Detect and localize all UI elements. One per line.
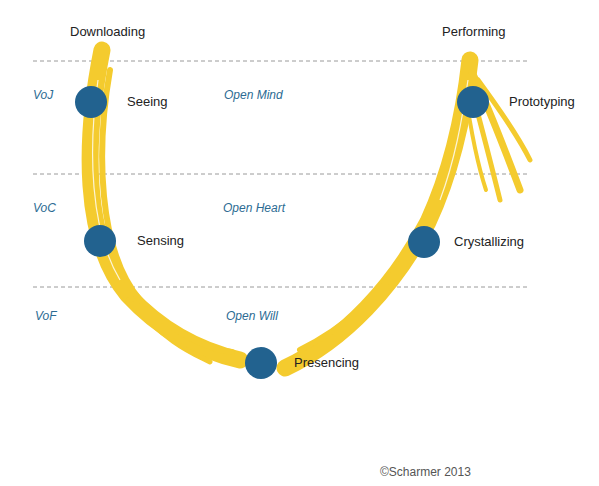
stage-node: Seeing	[75, 86, 169, 118]
stage-circle	[408, 226, 440, 258]
level-title: Downloading	[70, 24, 145, 40]
stage-label: Prototyping	[509, 94, 575, 110]
stage-circle	[84, 225, 116, 257]
openness-label: Open Heart	[223, 200, 285, 216]
stage-node: Crystallizing	[408, 226, 526, 258]
stage-circle	[245, 347, 277, 379]
copyright-note: ©Scharmer 2013	[380, 464, 471, 480]
stage-node: Sensing	[84, 225, 186, 257]
stage-circle	[457, 86, 489, 118]
u-curve	[90, 50, 530, 368]
stage-label: Presencing	[294, 355, 359, 371]
openness-label: Open Will	[226, 308, 278, 324]
stage-circle	[75, 86, 107, 118]
stage-node: Prototyping	[457, 86, 577, 118]
stage-label: Sensing	[137, 233, 184, 249]
u-curve-texture	[93, 80, 468, 280]
stage-node: Presencing	[245, 347, 361, 379]
level-title: Performing	[442, 24, 506, 40]
openness-label: Open Mind	[224, 87, 283, 103]
voice-label: VoJ	[33, 87, 53, 103]
stage-label: Crystallizing	[454, 234, 524, 250]
stage-label: Seeing	[127, 94, 167, 110]
voice-label: VoC	[33, 200, 56, 216]
voice-label: VoF	[35, 308, 57, 324]
